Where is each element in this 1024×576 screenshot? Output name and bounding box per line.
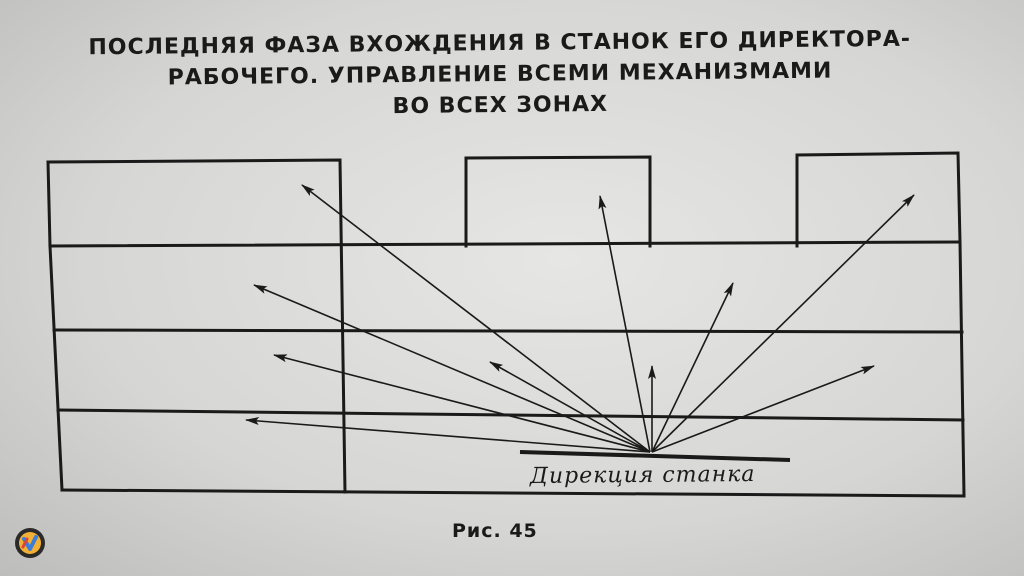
- arrow-to-lower-left: [245, 417, 651, 453]
- arrow-to-mid-left: [273, 354, 651, 453]
- zone-box-left: [46, 158, 347, 494]
- frame-bottom-edge: [60, 488, 966, 498]
- arrow-to-top-left: [301, 184, 651, 453]
- direction-baseline: [519, 450, 791, 462]
- control-arrows: [245, 184, 915, 453]
- app-logo-icon: [15, 528, 45, 558]
- direction-label: Дирекция станка: [529, 462, 756, 489]
- arrow-to-mid-right: [651, 365, 875, 453]
- frame-left-edge: [48, 244, 64, 492]
- arrow-to-top-right: [651, 194, 915, 453]
- zone-box-middle: [464, 155, 652, 248]
- zone-line-2: [52, 328, 964, 334]
- arrow-to-upper-left: [253, 284, 651, 453]
- zone-frame: [46, 151, 966, 498]
- zone-box-right: [795, 151, 962, 248]
- arrow-to-top-middle: [598, 195, 651, 453]
- frame-right-edge: [958, 240, 966, 498]
- arrow-to-center-left: [489, 361, 651, 453]
- figure-caption: Рис. 45: [452, 520, 538, 542]
- arrow-to-upper-right: [651, 282, 734, 453]
- zone-line-3: [56, 408, 965, 422]
- zone-line-1: [48, 240, 962, 248]
